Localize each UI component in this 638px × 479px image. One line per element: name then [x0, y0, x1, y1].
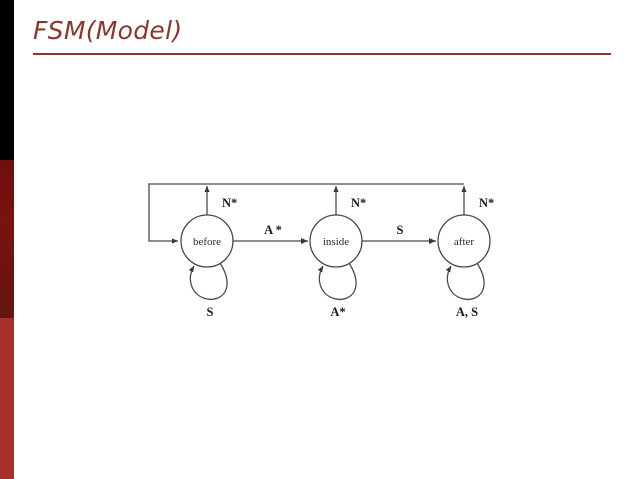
state-before-circle	[180, 214, 234, 268]
fsm-diagram: before inside after A * S N* N* N* S A* …	[130, 160, 520, 330]
state-after-circle	[437, 214, 491, 268]
state-inside-circle	[309, 214, 363, 268]
self-loop-label-after: A, S	[456, 305, 478, 319]
reset-return-line	[148, 183, 464, 244]
self-loop-label-inside: A*	[330, 305, 345, 319]
self-loop-label-before: S	[207, 305, 214, 319]
edge-label-inside-after: S	[397, 223, 404, 237]
state-label-inside: inside	[323, 236, 349, 248]
state-label-before: before	[193, 236, 221, 248]
edge-label-before-inside: A *	[264, 223, 282, 237]
self-loop-inside	[317, 262, 357, 301]
edge-label-before-reset: N*	[222, 196, 237, 210]
accent-stripe-red	[0, 318, 14, 479]
edge-label-inside-reset: N*	[351, 196, 366, 210]
self-loop-after	[445, 262, 485, 301]
self-loop-before	[188, 262, 228, 301]
page-title: FSM(Model)	[33, 16, 183, 45]
accent-stripe-black	[0, 0, 14, 160]
title-underline	[33, 53, 611, 55]
accent-stripe-dark-red	[0, 160, 14, 318]
state-label-after: after	[454, 236, 474, 248]
edge-label-after-reset: N*	[479, 196, 494, 210]
